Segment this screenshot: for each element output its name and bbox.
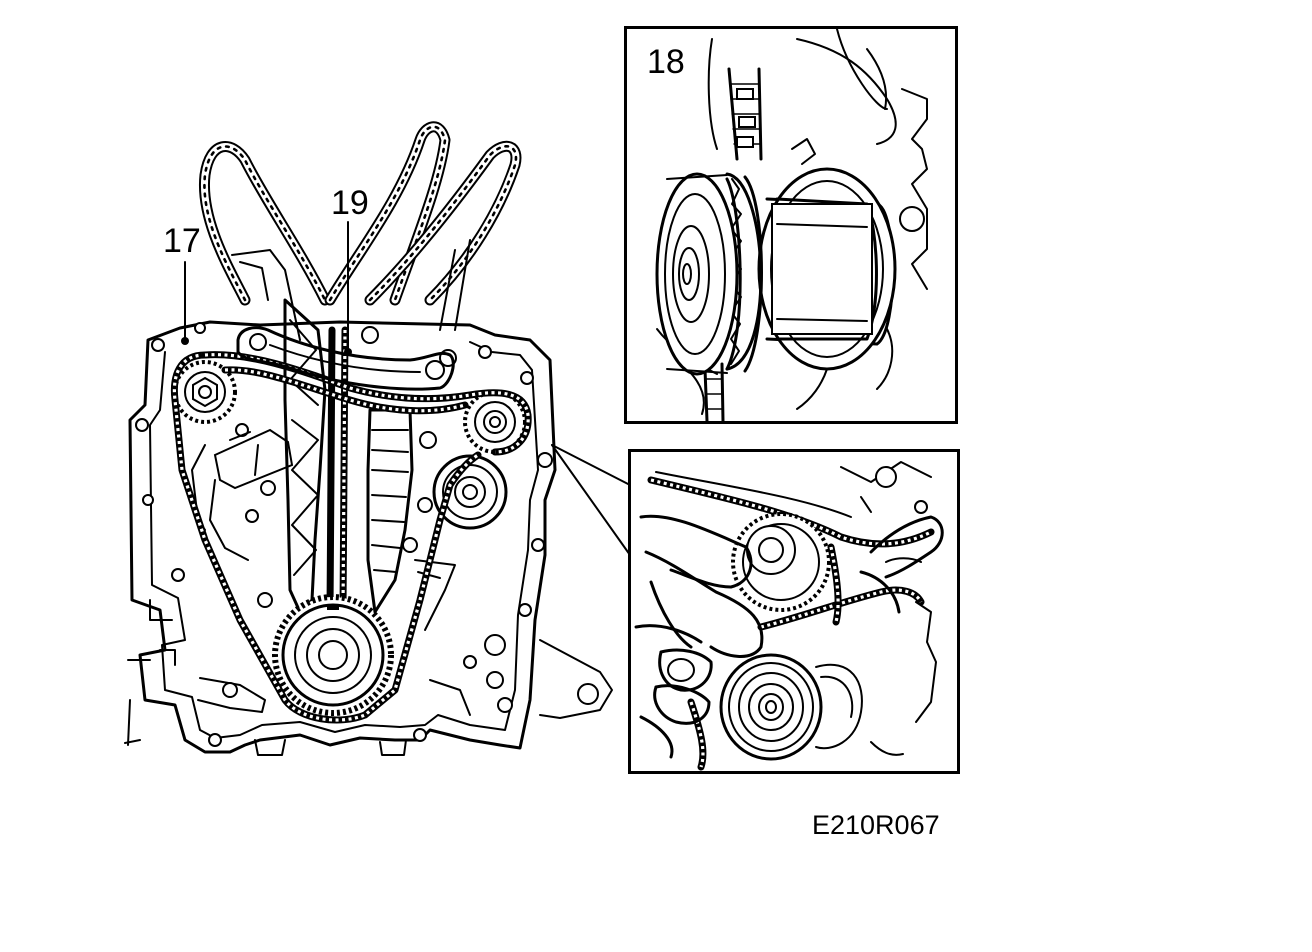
idler-pulley [432, 454, 508, 530]
callout-17: 17 [163, 222, 201, 260]
inset-hand-procedure [628, 449, 960, 774]
callout-19: 19 [331, 184, 369, 222]
figure-reference: E210R067 [812, 810, 940, 840]
inset-tensioner-art [655, 29, 928, 421]
upper-left-sprocket [173, 360, 237, 424]
crankshaft-sprocket [272, 594, 394, 716]
leader-lines [181, 221, 631, 556]
engine-block [124, 320, 613, 756]
inset-tensioner-detail: 18 [624, 26, 958, 424]
main-timing-chain [170, 351, 532, 724]
chain-guide-rib [283, 298, 327, 614]
engine-front-view [124, 121, 631, 756]
upper-chain-loops [198, 121, 522, 341]
vertical-chain [326, 326, 349, 614]
callout-18: 18 [647, 43, 685, 81]
upper-chain-guide [236, 326, 455, 391]
ladder-guide [366, 408, 456, 631]
inset-hand-art [634, 461, 944, 771]
